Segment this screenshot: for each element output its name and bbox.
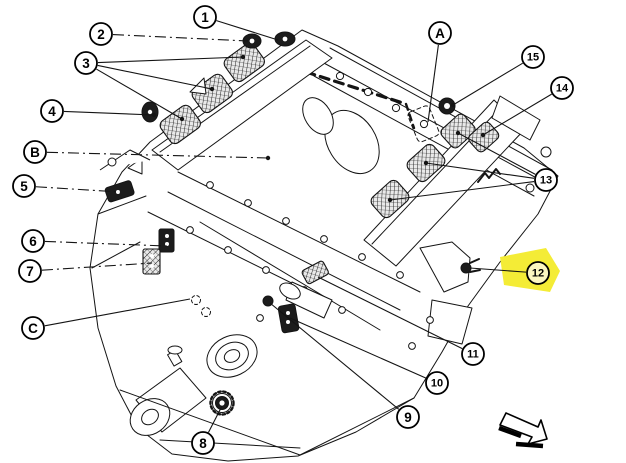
leader-line-13 <box>389 180 535 201</box>
leader-line-B <box>46 151 269 159</box>
callout-label-8: 8 <box>199 436 207 451</box>
engine-illustration <box>89 29 559 462</box>
callout-label-B: B <box>30 145 40 160</box>
callout-B[interactable]: B <box>23 140 47 164</box>
leader-line-4 <box>63 110 155 116</box>
callout-label-2: 2 <box>97 27 105 42</box>
leader-line-12 <box>469 267 527 273</box>
leader-dot-13 <box>455 130 461 136</box>
leader-line-2 <box>112 34 249 42</box>
callout-1[interactable]: 1 <box>193 5 217 29</box>
callout-2[interactable]: 2 <box>89 22 113 46</box>
leader-dot-3 <box>240 54 246 60</box>
callout-7[interactable]: 7 <box>18 259 42 283</box>
leader-line-9 <box>269 302 400 410</box>
callout-circle-C[interactable] <box>21 316 45 340</box>
callout-label-5: 5 <box>20 179 28 194</box>
callout-label-9: 9 <box>404 410 412 425</box>
leader-line-C <box>44 298 191 327</box>
callout-label-15: 15 <box>527 52 539 64</box>
callout-label-A: A <box>435 26 445 41</box>
callout-circle-1[interactable] <box>193 5 217 29</box>
leader-dot-13 <box>423 160 429 166</box>
callout-10[interactable]: 10 <box>425 371 449 395</box>
callout-6[interactable]: 6 <box>21 229 45 253</box>
leader-line-7 <box>41 262 153 271</box>
callout-12[interactable]: 12 <box>526 261 550 285</box>
callout-label-13: 13 <box>540 175 552 187</box>
callout-circle-12[interactable] <box>526 261 550 285</box>
leader-line-8 <box>207 405 223 433</box>
leader-line-11 <box>317 276 463 350</box>
leader-dot-4 <box>151 112 157 118</box>
leader-line-A <box>427 44 439 123</box>
callout-circle-B[interactable] <box>23 140 47 164</box>
callout-label-1: 1 <box>201 10 209 25</box>
callout-C[interactable]: C <box>21 316 45 340</box>
callout-label-3: 3 <box>82 56 90 71</box>
leader-dot-3 <box>179 116 185 122</box>
leader-line-15 <box>452 62 523 106</box>
callout-label-7: 7 <box>26 264 34 279</box>
direction-arrow-icon <box>498 412 548 449</box>
callout-label-6: 6 <box>29 234 37 249</box>
callout-label-10: 10 <box>431 378 443 390</box>
leader-line-13 <box>457 132 536 175</box>
callout-circle-14[interactable] <box>550 76 574 100</box>
callout-circle-15[interactable] <box>521 45 545 69</box>
callout-circle-9[interactable] <box>396 405 420 429</box>
callout-circle-6[interactable] <box>21 229 45 253</box>
callout-circle-5[interactable] <box>12 174 36 198</box>
callout-circle-8[interactable] <box>191 431 215 455</box>
leader-dot-3 <box>209 86 215 92</box>
callout-label-14: 14 <box>556 83 569 95</box>
callout-5[interactable]: 5 <box>12 174 36 198</box>
leader-dot-14 <box>480 132 486 138</box>
leader-line-10 <box>289 317 427 379</box>
callout-3[interactable]: 3 <box>74 51 98 75</box>
callout-15[interactable]: 15 <box>521 45 545 69</box>
callout-11[interactable]: 11 <box>461 342 485 366</box>
callout-9[interactable]: 9 <box>396 405 420 429</box>
leader-line-5 <box>35 186 121 193</box>
callout-4[interactable]: 4 <box>40 99 64 123</box>
callout-circle-3[interactable] <box>74 51 98 75</box>
callout-circle-10[interactable] <box>425 371 449 395</box>
leader-line-1 <box>216 20 279 41</box>
callout-8[interactable]: 8 <box>191 431 215 455</box>
leader-line-14 <box>482 93 552 136</box>
callout-label-11: 11 <box>467 349 479 361</box>
callout-A[interactable]: A <box>428 21 452 45</box>
callout-13[interactable]: 13 <box>534 168 558 192</box>
callout-circle-7[interactable] <box>18 259 42 283</box>
callout-label-C: C <box>28 321 38 336</box>
leader-line-13 <box>425 162 535 179</box>
callout-circle-4[interactable] <box>40 99 64 123</box>
callout-label-4: 4 <box>48 104 56 119</box>
leader-line-3 <box>97 64 213 90</box>
callout-circle-13[interactable] <box>534 168 558 192</box>
callout-circle-A[interactable] <box>428 21 452 45</box>
callout-circle-2[interactable] <box>89 22 113 46</box>
leader-dot-13 <box>387 197 393 203</box>
leader-lines <box>35 20 552 433</box>
leader-dot-15 <box>450 102 456 108</box>
callout-circle-11[interactable] <box>461 342 485 366</box>
callout-14[interactable]: 14 <box>550 76 574 100</box>
callout-label-12: 12 <box>532 268 544 280</box>
leader-line-3 <box>96 68 183 120</box>
leader-dot-B <box>265 155 271 161</box>
leader-line-3 <box>97 56 244 64</box>
